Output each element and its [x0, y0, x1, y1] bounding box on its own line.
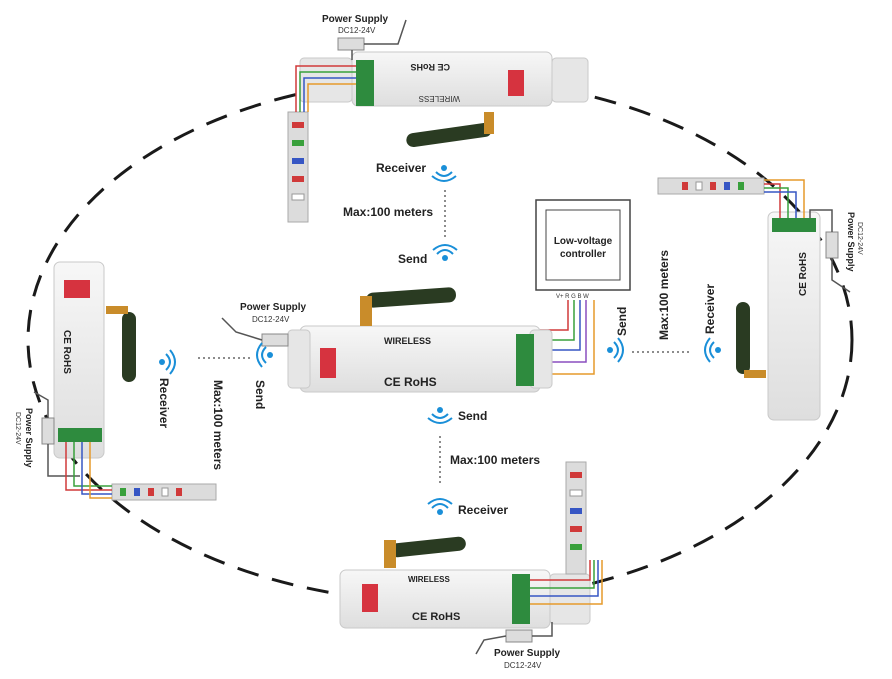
range-label-bottom: Max:100 meters — [450, 453, 540, 467]
power-supply-label: Power Supply — [494, 648, 561, 659]
power-supply-label: Power Supply — [24, 408, 34, 468]
wave-icon — [432, 244, 458, 261]
terminal-block — [58, 428, 102, 442]
svg-text:WIRELESS: WIRELESS — [408, 575, 450, 584]
antenna — [406, 122, 492, 148]
wave-icon — [427, 498, 453, 515]
dip-switch — [320, 348, 336, 378]
antenna — [122, 312, 136, 382]
send-label-bottom: Send — [458, 409, 487, 423]
power-supply-label: Power Supply — [846, 212, 856, 272]
range-label-right: Max:100 meters — [657, 250, 671, 340]
brand-label: WIRELESS — [384, 336, 431, 346]
terminal-block — [516, 334, 534, 386]
wave-icon — [704, 337, 721, 363]
receiver-label-left: Receiver — [157, 378, 171, 428]
svg-text:CE RoHS: CE RoHS — [61, 330, 72, 374]
power-supply-label: Power Supply — [322, 14, 389, 25]
terminal-block — [772, 218, 816, 232]
voltage-label: DC12-24V — [14, 412, 21, 445]
svg-text:CE RoHS: CE RoHS — [410, 62, 450, 72]
antenna — [366, 287, 456, 308]
led-strip — [287, 111, 309, 223]
voltage-label: DC12-24V — [252, 315, 290, 324]
voltage-label: DC12-24V — [856, 222, 863, 255]
voltage-label: DC12-24V — [504, 661, 542, 670]
send-label-left: Send — [253, 380, 267, 409]
send-label-right: Send — [615, 307, 629, 336]
network-ring — [26, 76, 854, 604]
controller-label-2: controller — [560, 249, 606, 260]
voltage-label: DC12-24V — [338, 26, 376, 35]
antenna — [736, 302, 750, 374]
receiver-label-right: Receiver — [703, 284, 717, 334]
svg-text:CE RoHS: CE RoHS — [798, 252, 809, 296]
svg-text:CE RoHS: CE RoHS — [412, 611, 460, 623]
send-label-top: Send — [398, 252, 427, 266]
wave-icon — [607, 337, 624, 363]
receiver-right: CE RoHS Power Supply DC12-24V — [657, 177, 863, 421]
terminal-block — [512, 574, 530, 624]
power-supply-label: Power Supply — [240, 302, 307, 313]
terminal-label: V+ R G B W — [556, 294, 589, 300]
dip-switch — [508, 70, 524, 96]
svg-text:WIRELESS: WIRELESS — [419, 94, 460, 103]
wave-icon — [427, 407, 453, 424]
receiver-bottom: WIRELESS CE RoHS Power Supply DC12-24V — [339, 461, 603, 670]
led-strip — [565, 461, 587, 575]
range-label-top: Max:100 meters — [343, 205, 433, 219]
dip-switch — [362, 584, 378, 612]
low-voltage-controller: Low-voltage controller V+ R G B W — [535, 199, 631, 375]
range-label-left: Max:100 meters — [211, 380, 225, 470]
receiver-left: CE RoHS Power Supply DC12-24V — [14, 261, 217, 501]
dip-switch — [64, 280, 90, 298]
transmitter-center: WIRELESS CE RoHS Power Supply DC12-24V — [221, 287, 553, 393]
receiver-top: CE RoHS WIRELESS Power Supply DC12-24V — [287, 14, 589, 223]
wave-icon — [256, 342, 273, 368]
terminal-block — [356, 60, 374, 106]
receiver-label-top: Receiver — [376, 161, 426, 175]
controller-label-1: Low-voltage — [554, 236, 613, 247]
antenna — [390, 536, 466, 558]
wave-icon — [159, 349, 176, 375]
receiver-label-bottom: Receiver — [458, 503, 508, 517]
ce-rohs-label: CE RoHS — [384, 375, 437, 389]
wave-icon — [431, 165, 457, 182]
